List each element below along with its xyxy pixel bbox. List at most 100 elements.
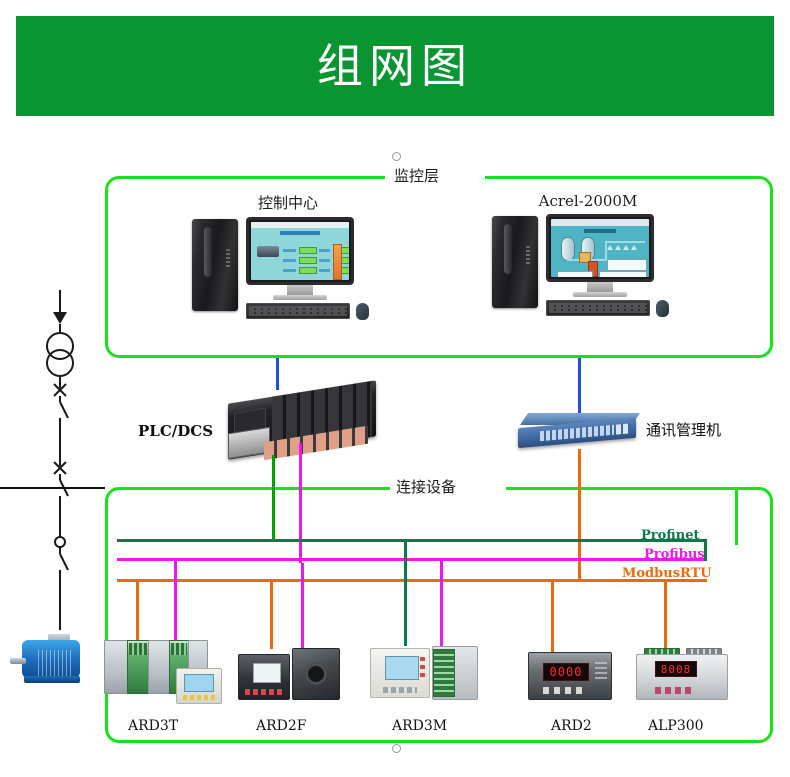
screen-gauge — [333, 244, 342, 280]
monitor-2 — [546, 214, 654, 297]
ard3t-module — [127, 640, 149, 694]
device-alp300: 8008 — [636, 648, 732, 700]
page-title: 组网图 — [317, 39, 473, 93]
hmi-buttons — [183, 695, 215, 700]
ethernet-link-plc — [276, 358, 279, 390]
keyboard-icon-2 — [546, 300, 650, 316]
switch-sfp-ports — [616, 423, 630, 435]
profinet-bus-end — [704, 539, 707, 561]
screen-titlebar — [551, 219, 649, 226]
alp300-led-display: 8008 — [655, 661, 697, 677]
screen-panel — [599, 271, 647, 277]
screen-pipe — [605, 241, 607, 261]
screen-tank — [561, 237, 575, 261]
profibus-bus — [117, 558, 707, 561]
drop-modbus-ard2f — [270, 579, 273, 649]
busbar-line — [0, 487, 105, 489]
screen-valve-icon — [623, 245, 629, 250]
motor-shaft — [10, 658, 26, 664]
workstation-2-label: Acrel-2000M — [538, 192, 638, 210]
drop-modbus-ard2 — [551, 582, 554, 654]
screen-pipe — [607, 241, 645, 243]
screen-tag — [283, 249, 296, 252]
scada-screen-process-mimic — [551, 219, 649, 277]
screen-tag — [319, 259, 330, 262]
screen-value-cell — [299, 247, 317, 254]
drop-profibus-ard3t — [174, 558, 177, 646]
terminal-strip — [433, 649, 455, 697]
mouse-icon-2 — [656, 300, 669, 317]
terminal-strip — [129, 643, 147, 655]
ard2-led-display: 0000 — [543, 663, 589, 681]
connected-label-gap — [390, 484, 506, 491]
field-motor — [8, 632, 94, 696]
relay-display — [253, 663, 281, 683]
ard2-side-vents — [595, 662, 607, 680]
screen-panel — [607, 259, 647, 271]
protocol-label-modbusrtu: ModbusRTU — [622, 566, 712, 581]
monitoring-label-gap — [385, 173, 485, 180]
ct-aperture — [305, 663, 327, 685]
monitoring-marker-dot — [392, 152, 401, 161]
plc-dcs-rack — [228, 380, 380, 468]
monitor-1-bezel — [246, 217, 354, 285]
screen-value-cell — [299, 267, 317, 274]
drop-profibus-ard2f — [301, 563, 304, 649]
screen-panel — [557, 271, 593, 277]
motor-housing — [22, 640, 80, 684]
screen-tag — [283, 259, 296, 262]
communication-gateway-switch — [518, 413, 641, 449]
screen-valve-icon — [615, 245, 621, 250]
screen-heading — [280, 231, 320, 235]
device-label-alp300: ALP300 — [648, 718, 704, 734]
keyboard-icon-1 — [246, 303, 350, 319]
ard2-keypad — [543, 687, 587, 694]
terminal-strip — [171, 643, 187, 655]
protocol-label-profinet: Profinet — [641, 528, 700, 543]
monitor-2-base — [573, 292, 627, 297]
drop-profibus-ard3m — [440, 558, 443, 648]
drop-profinet-ard3m — [404, 542, 407, 646]
scada-screen-motor-overview — [251, 222, 349, 280]
communication-gateway-label: 通讯管理机 — [646, 421, 722, 439]
profinet-riser-plc — [272, 455, 275, 539]
screen-tag — [319, 249, 330, 252]
single-line-diagram — [0, 290, 110, 710]
ard3t-hmi-panel — [176, 668, 222, 704]
motor-base — [24, 676, 80, 683]
screen-heading — [584, 229, 616, 233]
screen-valve-icon — [631, 245, 637, 250]
screen-valve-icon — [607, 245, 613, 250]
workstation-acrel-2000m: Acrel-2000M — [488, 192, 688, 324]
ard3m-hmi-panel — [370, 648, 430, 698]
device-ard2f — [238, 648, 358, 704]
screen-reactor — [588, 261, 598, 277]
alp300-keypad — [655, 687, 695, 694]
profinet-zone-riser — [735, 487, 738, 545]
relay-keypad — [245, 689, 285, 695]
desktop-tower-icon — [492, 216, 538, 308]
device-label-ard2f: ARD2F — [256, 718, 307, 734]
screen-tag — [283, 269, 296, 272]
profinet-bus — [117, 539, 707, 542]
page-banner: 组网图 — [16, 16, 774, 116]
workstation-control-center: 控制中心 — [188, 192, 388, 327]
connected-devices-zone — [105, 487, 773, 743]
workstation-2-hardware — [488, 214, 688, 324]
ard2-meter-body: 0000 — [528, 652, 612, 700]
protocol-label-profibus: Profibus — [644, 547, 705, 562]
screen-motor-graphic — [257, 246, 279, 257]
plc-dcs-label: PLC/DCS — [138, 422, 214, 440]
monitoring-layer-label: 监控层 — [394, 167, 440, 185]
device-label-ard3m: ARD3M — [392, 718, 448, 734]
monitor-1-base — [273, 295, 327, 300]
device-label-ard2: ARD2 — [551, 718, 592, 734]
workstation-1-label: 控制中心 — [257, 194, 318, 212]
ard2f-relay-unit — [238, 654, 290, 700]
ard3t-module — [104, 640, 128, 694]
monitor-2-bezel — [546, 214, 654, 282]
drop-modbus-alp300 — [664, 582, 667, 650]
screen-titlebar — [251, 222, 349, 228]
device-label-ard3t: ARD3T — [128, 718, 179, 734]
